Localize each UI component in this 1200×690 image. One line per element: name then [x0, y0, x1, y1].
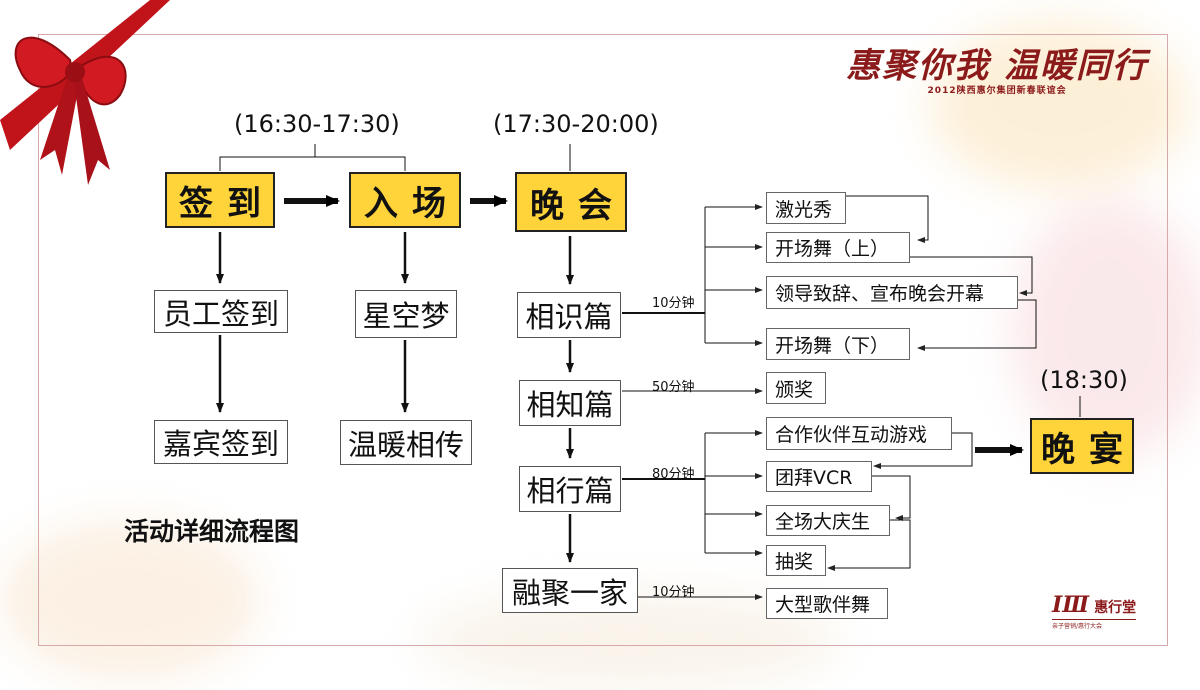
warmth-pass-box: 温暖相传: [340, 420, 472, 465]
item-leader-speech: 领导致辞、宣布晚会开幕: [766, 276, 1018, 309]
company-logo: ⅠⅢ 惠行堂 亲子营销/惠行大会: [1052, 592, 1137, 630]
guest-signin-box: 嘉宾签到: [154, 420, 288, 464]
item-opening-dance-1: 开场舞（上）: [766, 232, 910, 263]
item-lottery: 抽奖: [766, 545, 826, 576]
item-song-dance: 大型歌伴舞: [766, 588, 888, 619]
step-banquet: 晚宴: [1030, 418, 1134, 474]
duration-label: 10分钟: [652, 296, 695, 311]
time-signin-entry: (16:30-17:30): [234, 110, 400, 138]
duration-label: 50分钟: [652, 380, 695, 395]
duration-label: 80分钟: [652, 467, 695, 482]
section-walk: 相行篇: [519, 466, 621, 512]
logo-text: 惠行堂: [1094, 600, 1137, 616]
item-celebration: 全场大庆生: [766, 505, 890, 536]
item-laser-show: 激光秀: [766, 192, 846, 224]
logo-mark-icon: ⅠⅢ: [1052, 592, 1090, 618]
brand-subtitle: 2012陕西惠尔集团新春联谊会: [927, 86, 1067, 96]
step-signin: 签到: [165, 172, 275, 228]
step-gala: 晚会: [515, 172, 627, 232]
time-banquet: (18:30): [1040, 366, 1128, 394]
diagram-title: 活动详细流程图: [124, 517, 300, 546]
logo-subtitle: 亲子营销/惠行大会: [1052, 619, 1137, 630]
brand-logo: 惠聚你我 温暖同行 2012陕西惠尔集团新春联谊会: [846, 38, 1148, 96]
section-together: 融聚一家: [502, 568, 638, 613]
staff-signin-box: 员工签到: [154, 290, 288, 333]
section-know: 相知篇: [519, 380, 621, 426]
item-vcr: 团拜VCR: [766, 461, 872, 492]
step-entry: 入场: [349, 172, 461, 228]
ribbon-bow-icon: [0, 0, 170, 185]
item-opening-dance-2: 开场舞（下）: [766, 328, 910, 360]
flow-connectors: [216, 144, 1081, 600]
item-partner-game: 合作伙伴互动游戏: [766, 417, 952, 450]
starry-dream-box: 星空梦: [355, 290, 457, 338]
duration-label: 10分钟: [652, 585, 695, 600]
brand-slogan: 惠聚你我 温暖同行: [846, 46, 1148, 86]
section-meet: 相识篇: [517, 292, 621, 338]
item-award: 颁奖: [766, 372, 826, 404]
time-gala: (17:30-20:00): [493, 110, 659, 138]
